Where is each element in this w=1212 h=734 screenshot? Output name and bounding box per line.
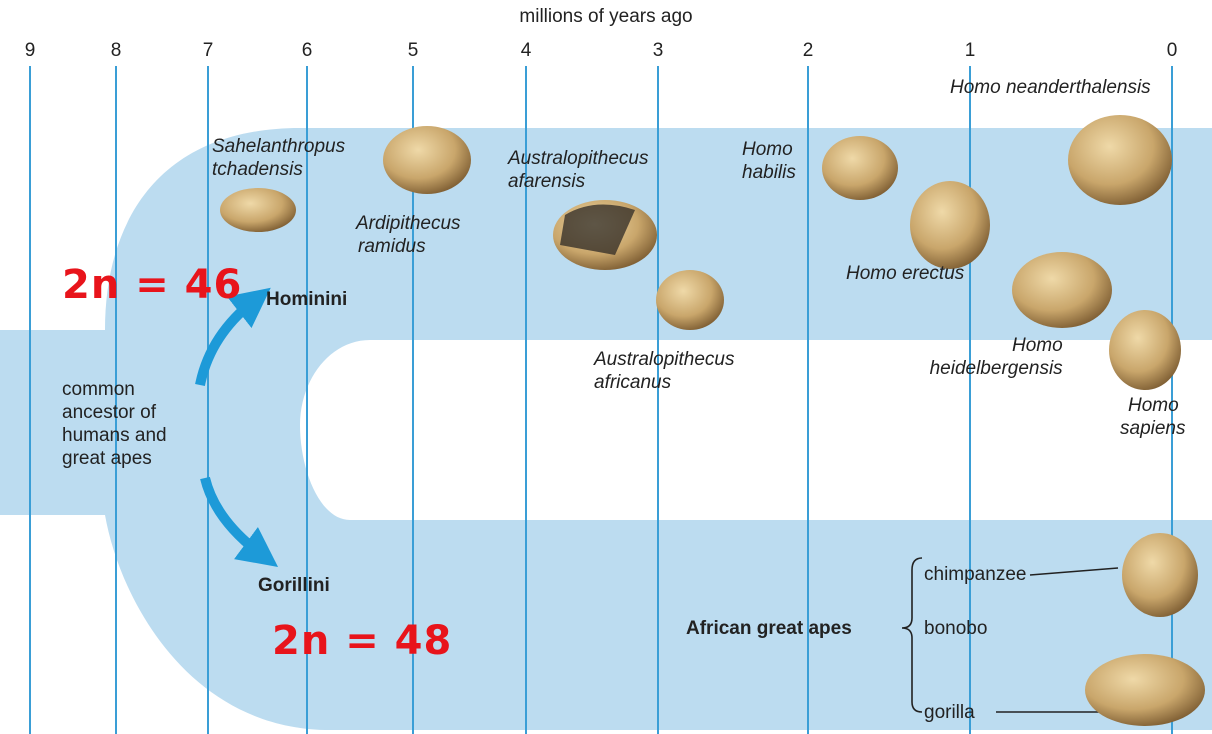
species-line: Australopithecus xyxy=(594,348,734,371)
tick-label: 7 xyxy=(203,40,214,62)
species-line: sapiens xyxy=(1120,417,1186,440)
skull-icon xyxy=(1012,252,1112,328)
species-line: africanus xyxy=(594,371,734,394)
species-line: habilis xyxy=(742,161,796,184)
species-heidelbergensis: Homo heidelbergensis xyxy=(908,334,1063,380)
species-line: Homo xyxy=(908,334,1063,357)
skull-afarensis xyxy=(553,200,657,270)
ancestor-line: ancestor of xyxy=(62,401,167,424)
axis-title: millions of years ago xyxy=(0,6,1212,28)
species-line: Homo xyxy=(742,138,796,161)
species-line: Ardipithecus xyxy=(356,212,461,235)
gorillini-label: Gorillini xyxy=(258,574,330,597)
skull-sapiens xyxy=(1109,310,1181,390)
skull-icon xyxy=(1109,310,1181,390)
ancestor-line: humans and xyxy=(62,424,167,447)
species-line: heidelbergensis xyxy=(908,357,1063,380)
species-erectus: Homo erectus xyxy=(846,262,964,285)
skull-africanus xyxy=(656,270,724,330)
species-sapiens: Homo sapiens xyxy=(1120,394,1186,440)
skull-heidelbergensis xyxy=(1012,252,1112,328)
ancestor-line: common xyxy=(62,378,167,401)
skull-chimpanzee xyxy=(1122,533,1198,617)
species-line: afarensis xyxy=(508,170,648,193)
species-line: Australopithecus xyxy=(508,147,648,170)
species-africanus: Australopithecus africanus xyxy=(594,348,734,394)
tick-label: 6 xyxy=(302,40,313,62)
tick-label: 3 xyxy=(653,40,664,62)
species-line: tchadensis xyxy=(212,158,345,181)
hominini-label: Hominini xyxy=(266,288,347,311)
ape-gorilla: gorilla xyxy=(924,701,975,724)
tick-label: 8 xyxy=(111,40,122,62)
tick-label: 2 xyxy=(803,40,814,62)
species-line: Homo xyxy=(1120,394,1186,417)
skull-icon xyxy=(220,188,296,232)
species-ardipithecus: Ardipithecus ramidus xyxy=(356,212,461,258)
skull-icon xyxy=(1085,654,1205,726)
skull-icon xyxy=(1122,533,1198,617)
chromosome-count-upper: 2n = 46 xyxy=(62,262,242,308)
skull-icon xyxy=(656,270,724,330)
species-habilis: Homo habilis xyxy=(742,138,796,184)
ancestor-label: common ancestor of humans and great apes xyxy=(62,378,167,470)
skull-ardipithecus xyxy=(383,126,471,194)
species-line: ramidus xyxy=(356,235,461,258)
skull-sahelanthropus xyxy=(220,188,296,232)
chromosome-count-lower: 2n = 48 xyxy=(272,618,452,664)
skull-habilis xyxy=(822,136,898,200)
species-sahelanthropus: Sahelanthropus tchadensis xyxy=(212,135,345,181)
ape-chimpanzee: chimpanzee xyxy=(924,563,1026,586)
tick-label: 9 xyxy=(25,40,36,62)
species-afarensis: Australopithecus afarensis xyxy=(508,147,648,193)
skull-icon xyxy=(822,136,898,200)
great-apes-label: African great apes xyxy=(686,617,852,640)
skull-neanderthalensis xyxy=(1068,115,1172,205)
tick-label: 0 xyxy=(1167,40,1178,62)
skull-gorilla xyxy=(1085,654,1205,726)
skull-icon xyxy=(1068,115,1172,205)
species-neanderthalensis: Homo neanderthalensis xyxy=(950,76,1151,99)
ape-bonobo: bonobo xyxy=(924,617,987,640)
tick-label: 4 xyxy=(521,40,532,62)
skull-erectus xyxy=(910,181,990,269)
tick-label: 1 xyxy=(965,40,976,62)
species-line: Sahelanthropus xyxy=(212,135,345,158)
skull-icon xyxy=(383,126,471,194)
skull-icon xyxy=(910,181,990,269)
ancestor-line: great apes xyxy=(62,447,167,470)
tick-label: 5 xyxy=(408,40,419,62)
